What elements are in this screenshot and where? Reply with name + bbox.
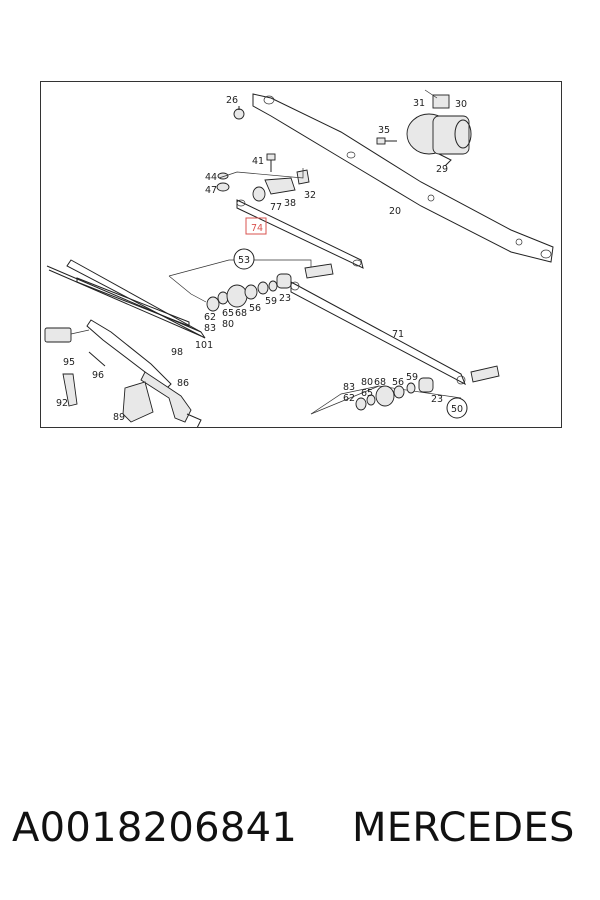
- callout: 44: [205, 172, 217, 183]
- callout: 56: [392, 377, 404, 388]
- wiper-linkage-exploded-diagram: 26 31 30 35 29 41 44 47 77 38 32 20 74 5…: [44, 89, 554, 427]
- callout: 95: [63, 357, 75, 368]
- drive-rod-20: [252, 93, 554, 263]
- bolt-26: [233, 106, 245, 120]
- callout: 89: [113, 412, 125, 423]
- callout: 68: [374, 377, 386, 388]
- parts-diagram-frame: 26 31 30 35 29 41 44 47 77 38 32 20 74 5…: [40, 81, 562, 428]
- wiper-blade-101-98: [46, 259, 206, 339]
- part-number: A0018206841: [12, 805, 298, 851]
- caption-bar: A0018206841 MERCEDES: [0, 805, 600, 865]
- callout: 101: [195, 340, 213, 351]
- callout: 23: [431, 394, 443, 405]
- callout: 65: [222, 308, 234, 319]
- screw-41: [266, 153, 276, 172]
- callout: 92: [56, 398, 68, 409]
- callout-circle-53: [233, 248, 255, 270]
- bearing-cluster-50: [310, 365, 500, 415]
- callout: 83: [204, 323, 216, 334]
- linkage-rod-74: [236, 199, 364, 269]
- linkage-rod-71: [290, 281, 466, 386]
- highlight-box-74: [245, 217, 267, 235]
- callout: 80: [361, 377, 373, 388]
- callout: 29: [436, 164, 448, 175]
- callout: 31: [413, 98, 425, 109]
- callout-circle-50: [446, 397, 468, 419]
- bolt-35: [376, 137, 397, 145]
- callout: 38: [284, 198, 296, 209]
- washer-47: [216, 182, 230, 192]
- callout: 53: [238, 255, 250, 266]
- callout: 35: [378, 125, 390, 136]
- callout: 59: [265, 296, 277, 307]
- bearing-cluster-53: [168, 259, 334, 312]
- callout: 80: [222, 319, 234, 330]
- callout: 56: [249, 303, 261, 314]
- leader-lines: [218, 168, 304, 179]
- callout: 62: [204, 312, 216, 323]
- strip-92: [62, 373, 78, 407]
- callout: 32: [304, 190, 316, 201]
- callout: 50: [451, 404, 463, 415]
- callout-labels: 26 31 30 35 29 41 44 47 77 38 32 20 74 5…: [56, 95, 468, 423]
- callout-highlighted: 74: [251, 223, 263, 234]
- callout: 20: [389, 206, 401, 217]
- callout: 65: [361, 388, 373, 399]
- callout: 86: [177, 378, 189, 389]
- connector-31-30: [424, 89, 450, 109]
- clip-95: [44, 327, 90, 343]
- callout: 83: [343, 382, 355, 393]
- callout: 71: [392, 329, 404, 340]
- callout: 96: [92, 370, 104, 381]
- callout: 26: [226, 95, 238, 106]
- callout: 98: [171, 347, 183, 358]
- wiper-motor-29: [406, 113, 472, 167]
- callout: 23: [279, 293, 291, 304]
- callout: 59: [406, 372, 418, 383]
- callout: 68: [235, 308, 247, 319]
- callout: 47: [205, 185, 217, 196]
- callout: 30: [455, 99, 467, 110]
- bracket-77-38: [252, 177, 296, 202]
- callout: 62: [343, 393, 355, 404]
- callout: 41: [252, 156, 264, 167]
- rod-96: [88, 351, 106, 367]
- callout: 77: [270, 202, 282, 213]
- cover-89: [122, 381, 154, 423]
- brand-name: MERCEDES: [352, 805, 575, 851]
